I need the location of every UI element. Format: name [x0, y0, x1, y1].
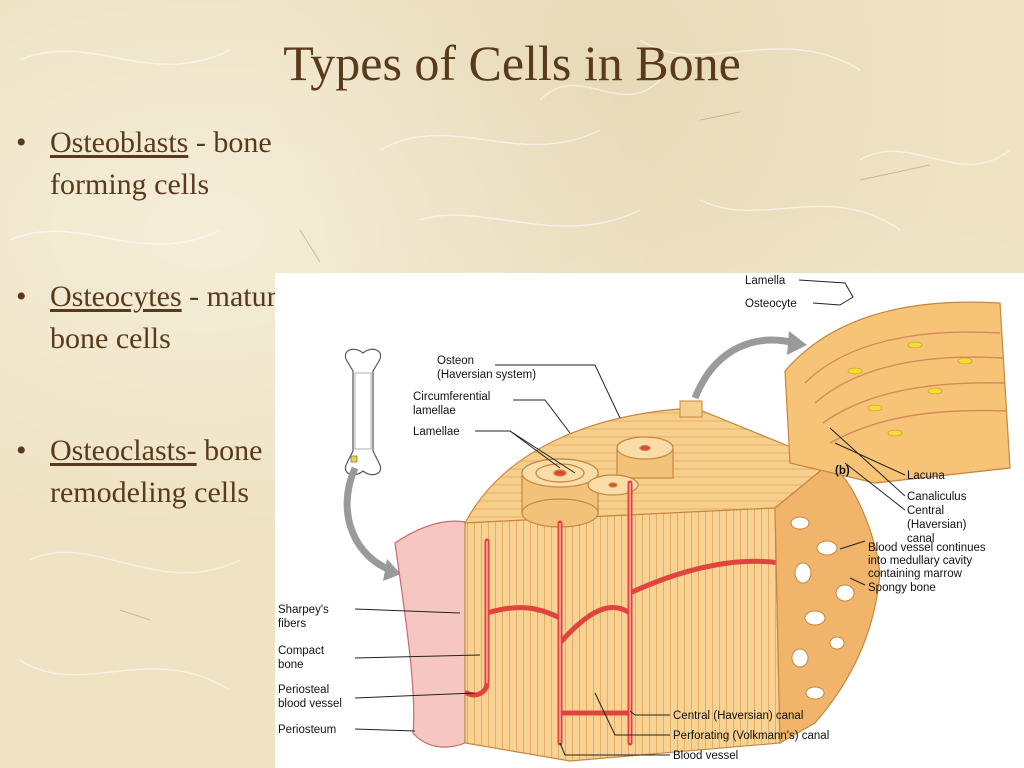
bullet-text: bone	[196, 434, 263, 467]
bullet-osteocytes: • Osteocytes - mature bone cells	[14, 276, 374, 360]
label-central: Central	[907, 505, 944, 517]
bone-diagram-svg: (b) Lamella Osteocyte Osteon (Haver	[278, 275, 1011, 762]
label-canaliculus: Canaliculus	[907, 491, 967, 503]
slide-title: Types of Cells in Bone	[283, 35, 741, 91]
bullet-dot-icon: •	[16, 126, 27, 159]
bullet-list: • Osteoblasts - bone forming cells • Ost…	[14, 122, 374, 584]
label-lamellae: Lamellae	[413, 426, 460, 438]
periosteum-layer	[394, 520, 471, 748]
label-sharpeys: Sharpey's	[278, 604, 329, 616]
bullet-term: Osteoclasts-	[50, 434, 197, 467]
bullet-osteoclasts: • Osteoclasts- bone remodeling cells	[14, 430, 374, 514]
long-bone-icon	[344, 348, 382, 476]
bullet-dot-icon: •	[16, 434, 27, 467]
label-osteocyte: Osteocyte	[745, 298, 797, 310]
bullet-osteoblasts: • Osteoblasts - bone forming cells	[14, 122, 374, 206]
bullet-text-line2: remodeling cells	[50, 476, 250, 509]
label-circumferential: Circumferential	[413, 391, 490, 403]
label-osteon: Osteon	[437, 355, 474, 367]
spongy-bone-holes	[790, 516, 855, 700]
label-perforating-canal: Perforating (Volkmann's) canal	[673, 730, 829, 742]
panel-label: (b)	[835, 465, 850, 477]
osteon-detail	[784, 301, 1011, 484]
label-compact: Compact	[278, 645, 325, 657]
bullet-term: Osteocytes	[50, 280, 182, 313]
label-central-haversian-canal: Central (Haversian) canal	[673, 710, 803, 722]
label-blood-vessel: Blood vessel	[673, 750, 738, 762]
label-compact-bone: bone	[278, 659, 304, 671]
label-lamella: Lamella	[745, 275, 786, 287]
bullet-text-line2: forming cells	[50, 168, 210, 201]
compact-bone-front-face	[464, 507, 781, 762]
label-lacuna: Lacuna	[907, 470, 945, 482]
zoom-arrow-left	[343, 466, 395, 575]
zoom-arrow-right	[691, 336, 796, 400]
bullet-text: - mature	[181, 280, 290, 313]
label-periosteal: Periosteal	[278, 684, 329, 696]
label-circumferential-lamellae: lamellae	[413, 405, 456, 417]
label-central-haversian: (Haversian)	[907, 519, 967, 531]
label-haversian-system: (Haversian system)	[437, 369, 536, 381]
label-blood-vessel-continues: Blood vessel continues	[868, 542, 986, 554]
label-central-canal: canal	[907, 533, 935, 545]
label-containing-marrow: containing marrow	[868, 568, 963, 580]
label-periosteal-blood-vessel: blood vessel	[278, 698, 342, 710]
leader-lines	[354, 279, 906, 756]
label-medullary-cavity: into medullary cavity	[868, 555, 972, 567]
bullet-dot-icon: •	[16, 280, 27, 313]
bullet-text: - bone	[188, 126, 272, 159]
bullet-term: Osteoblasts	[50, 126, 189, 159]
label-spongy-bone: Spongy bone	[868, 582, 936, 594]
bone-structure-diagram: (b) Lamella Osteocyte Osteon (Haver	[275, 273, 1024, 768]
osteon-cylinders	[521, 436, 674, 528]
spongy-bone	[774, 462, 881, 745]
label-periosteum: Periosteum	[278, 724, 336, 736]
label-sharpeys-fibers: fibers	[278, 618, 306, 630]
bullet-text-line2: bone cells	[50, 322, 171, 355]
